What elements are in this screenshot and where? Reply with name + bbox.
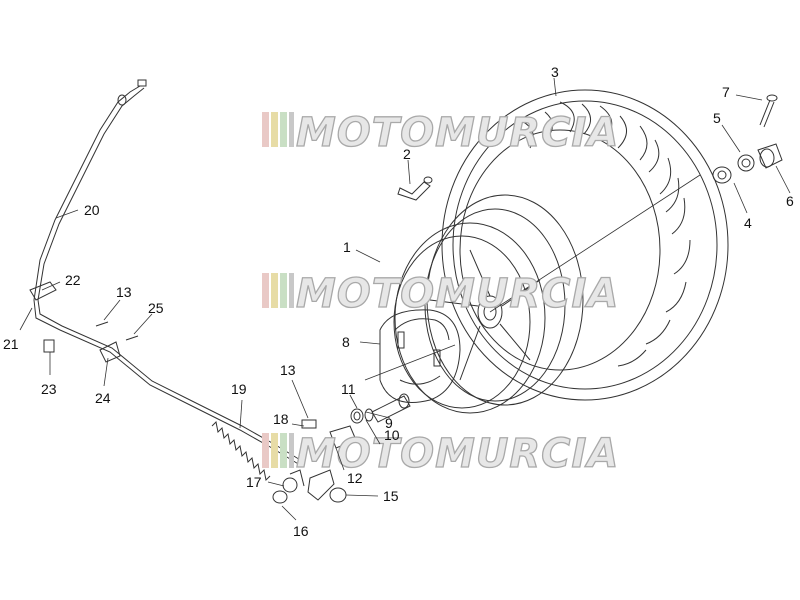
brake-lever-drawing: [95, 321, 357, 504]
callout-6: 6: [786, 193, 794, 209]
valve-drawing: [397, 176, 433, 201]
callout-15: 15: [383, 488, 399, 504]
callout-19: 19: [231, 381, 247, 397]
callout-9: 9: [385, 415, 393, 431]
callout-25: 25: [148, 300, 164, 316]
svg-text:MOTOMURCIA: MOTOMURCIA: [296, 110, 619, 156]
callout-8: 8: [342, 334, 350, 350]
svg-text:MOTOMURCIA: MOTOMURCIA: [296, 271, 619, 317]
tire-drawing: [441, 89, 729, 401]
callout-1: 1: [343, 239, 351, 255]
axle-drawing: [350, 393, 411, 424]
callout-13a: 13: [280, 362, 296, 378]
callout-20: 20: [84, 202, 100, 218]
callout-22: 22: [65, 272, 81, 288]
callout-10: 10: [384, 427, 400, 443]
rim-drawing: [393, 174, 701, 414]
callout-12: 12: [347, 470, 363, 486]
brake-assembly-drawing: [364, 309, 461, 403]
callout-16: 16: [293, 523, 309, 539]
watermark-middle: MOTOMURCIA: [262, 270, 619, 318]
leader-lines: [19, 77, 791, 521]
callout-7: 7: [722, 84, 730, 100]
callout-18: 18: [273, 411, 289, 427]
spring-drawing: [211, 420, 271, 482]
callout-labels: 1 2 3 4 5 6 7 8 9 10 11 12 13 13 15 16 1…: [3, 64, 794, 539]
callout-24: 24: [95, 390, 111, 406]
callout-2: 2: [403, 146, 411, 162]
brake-cable-drawing: [29, 79, 303, 466]
callout-3: 3: [551, 64, 559, 80]
watermark-top: MOTOMURCIA: [262, 109, 619, 157]
callout-21: 21: [3, 336, 19, 352]
svg-text:MOTOMURCIA: MOTOMURCIA: [296, 431, 619, 477]
callout-13b: 13: [116, 284, 132, 300]
callout-4: 4: [744, 215, 752, 231]
callout-17: 17: [246, 474, 262, 490]
callout-11: 11: [341, 381, 356, 397]
callout-23: 23: [41, 381, 57, 397]
callout-5: 5: [713, 110, 721, 126]
watermark-bottom: MOTOMURCIA: [262, 430, 619, 478]
nut-washer-drawing: [712, 94, 783, 184]
